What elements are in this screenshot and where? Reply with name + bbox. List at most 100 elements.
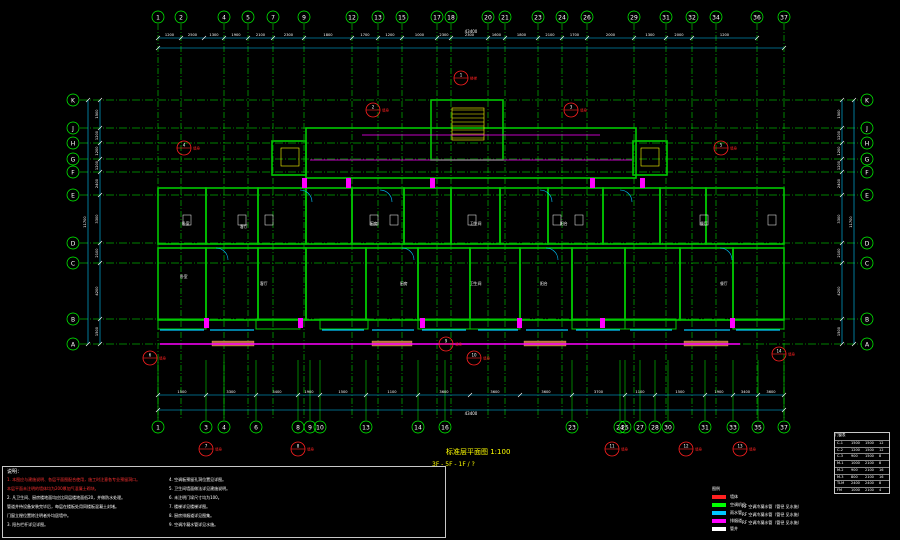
section-tag-sub: 墙身 bbox=[621, 447, 629, 452]
table-cell: M-1 bbox=[837, 461, 844, 466]
dim-top-tick bbox=[448, 35, 454, 41]
door-swing bbox=[539, 189, 553, 203]
elevator-car-right bbox=[640, 147, 660, 167]
note-row: 5. 卫生间墙面做法详见建施说明。 bbox=[169, 486, 231, 491]
dim-bottom-tick bbox=[295, 392, 301, 398]
table-cell: 16 bbox=[879, 474, 884, 479]
balcony bbox=[624, 318, 677, 330]
section-tag-number: 3 bbox=[570, 105, 573, 110]
table-cell: 2100 bbox=[865, 487, 874, 492]
dim-top-tick bbox=[631, 35, 637, 41]
axis-label-side: A bbox=[865, 342, 870, 349]
pipe-shaft bbox=[430, 178, 435, 188]
legend-swatch bbox=[712, 503, 726, 507]
dim-bottom-tick bbox=[317, 392, 323, 398]
dim-right-total-tick bbox=[851, 341, 857, 347]
dim-left-text: 4200 bbox=[95, 286, 99, 296]
balcony bbox=[319, 318, 369, 330]
section-tag-sub: 墙身 bbox=[455, 342, 463, 347]
axis-bubble-top bbox=[531, 10, 545, 24]
table-cell: 2100 bbox=[865, 474, 874, 479]
room-label: 卫生间 bbox=[470, 221, 482, 226]
section-tags: 1楼梯2墙身3墙身4墙身5墙身6墙身7墙身8墙身9墙身10墙身11墙身12墙身1… bbox=[142, 70, 796, 457]
axis-bubble-bottom bbox=[411, 420, 425, 434]
dim-top-text: 2300 bbox=[465, 33, 475, 37]
axis-label-top: 12 bbox=[348, 15, 356, 22]
dim-top-text: 1000 bbox=[415, 33, 425, 37]
axis-label-top: 29 bbox=[630, 15, 638, 22]
dim-bottom-text: 1100 bbox=[387, 390, 397, 394]
table-cell: 2100 bbox=[865, 467, 874, 472]
axis-bubble-bottom bbox=[648, 420, 662, 434]
axis-label-side: F bbox=[865, 170, 869, 177]
axis-bubble-top bbox=[627, 10, 641, 24]
axis-bubble-side bbox=[860, 337, 874, 351]
dim-top-tick bbox=[689, 35, 695, 41]
dim-bottom-tick bbox=[363, 392, 369, 398]
note-row: 6. 未注明门垛尺寸均为100。 bbox=[169, 495, 222, 500]
axis-bubble-bottom bbox=[751, 420, 765, 434]
table-cell: 12 bbox=[879, 441, 884, 445]
axis-bubble-side bbox=[860, 93, 874, 107]
axis-label-top: 15 bbox=[398, 15, 406, 22]
room-label: 客厅 bbox=[260, 281, 268, 286]
legend-note: RF 空调冷凝水管（管径 见水施） bbox=[742, 512, 802, 517]
axis-bubble-top bbox=[555, 10, 569, 24]
dim-top-tick bbox=[375, 35, 381, 41]
dim-top-text: 2000 bbox=[674, 33, 684, 37]
note-row: 1. 本图应与建施说明、各层平面图配合使用，施工时注意各专业预留洞口。 bbox=[7, 477, 141, 482]
dim-bottom-tick bbox=[155, 392, 161, 398]
axis-bubble-bottom bbox=[565, 420, 579, 434]
axis-bubble-top bbox=[217, 10, 231, 24]
axis-bubble-top bbox=[151, 10, 165, 24]
dim-left-tick bbox=[97, 169, 103, 175]
axis-bubble-side bbox=[66, 152, 80, 166]
axis-bubble-bottom bbox=[726, 420, 740, 434]
table-cell: 2400 bbox=[865, 481, 874, 486]
legend-item: 雨水管 bbox=[712, 510, 742, 516]
dim-right-total-text: 11700 bbox=[849, 216, 853, 228]
axis-bubble-bottom bbox=[249, 420, 263, 434]
dim-top-tick bbox=[434, 35, 440, 41]
axis-label-top: 4 bbox=[222, 15, 226, 22]
table-cell: M-2 bbox=[837, 467, 844, 472]
room-upper bbox=[705, 187, 785, 245]
axis-bubble-top bbox=[174, 10, 188, 24]
fixture bbox=[389, 214, 399, 226]
axis-label-bottom: 3 bbox=[204, 425, 208, 432]
table-cell: 4 bbox=[879, 487, 882, 492]
axis-bubble-bottom bbox=[633, 420, 647, 434]
table-cell: 800 bbox=[851, 474, 858, 479]
legend-swatch bbox=[712, 511, 726, 515]
axis-label-bottom: 10 bbox=[316, 425, 324, 432]
axis-label-top: 13 bbox=[374, 15, 382, 22]
dim-right-text: 1500 bbox=[837, 326, 841, 336]
note-row: 2. 凡卫生间、厨房楼地面均应比同层楼地面低20，并做防水处理。 bbox=[7, 495, 126, 500]
axis-bubble-top bbox=[685, 10, 699, 24]
axis-label-bottom: 30 bbox=[664, 425, 672, 432]
axis-bubble-bottom bbox=[217, 420, 231, 434]
dim-left-text: 1200 bbox=[95, 130, 99, 140]
table-header: 门窗表 bbox=[835, 433, 846, 437]
dim-bottom-text: 1500 bbox=[675, 390, 685, 394]
axis-label-top: 2 bbox=[179, 15, 183, 22]
legend-note: RF 空调冷凝水管（管径 见水施） bbox=[742, 504, 802, 509]
door-swing bbox=[545, 247, 559, 261]
room-label: 餐厅 bbox=[720, 281, 728, 286]
table-cell: 1500 bbox=[865, 454, 874, 459]
section-tag-sub: 墙身 bbox=[580, 108, 588, 113]
dim-bottom-tick bbox=[755, 392, 761, 398]
room-label: 客厅 bbox=[240, 224, 248, 229]
dim-top-text: 2100 bbox=[256, 33, 266, 37]
axis-label-side: K bbox=[71, 98, 76, 105]
pipe-shaft bbox=[346, 178, 351, 188]
dim-left-tick bbox=[97, 341, 103, 347]
table-cell: 1000 bbox=[851, 487, 860, 492]
note-row: 本层平面未注明的墙体均为200厚加气混凝土砌块。 bbox=[7, 486, 99, 491]
axis-label-top: 18 bbox=[447, 15, 455, 22]
dim-left-tick bbox=[97, 240, 103, 246]
